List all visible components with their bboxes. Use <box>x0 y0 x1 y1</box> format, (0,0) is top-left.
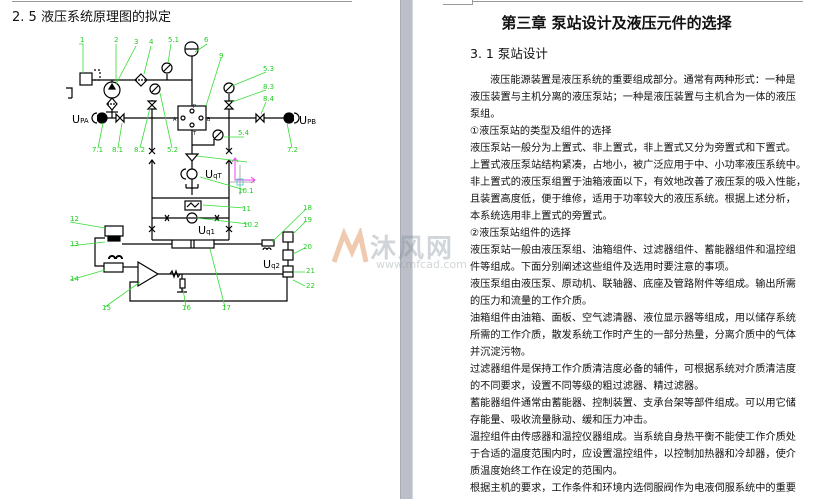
text-line: 根据主机的要求，工作条件和环境内选伺服阀作为电液伺服系统中的重要 <box>470 483 796 494</box>
diagram-label: 13 <box>70 240 79 248</box>
diagram-label: 8.4 <box>263 95 275 103</box>
diagram-symbol-label: Uq1 <box>198 224 215 237</box>
diagram-symbol-label: UPA <box>72 113 89 126</box>
diagram-label: 11 <box>242 205 251 213</box>
text-line: 的压力和流量的工作介质。 <box>470 296 593 307</box>
text-line: 温控组件由传感器和温控仪器组成。当系统自身热平衡不能使工作介质处 <box>470 432 796 443</box>
diagram-label: 18 <box>303 204 312 212</box>
text-line: 上置式液压泵站结构紧凑，占地小，被广泛应用于中、小功率液压系统中。 <box>470 160 807 171</box>
hydraulic-schematic-diagram: 1 2 3 4 5.1 6 9 5.3 8.3 8.4 7.1 8.1 8.2 … <box>66 36 316 312</box>
port-label: A <box>173 117 177 123</box>
text-line: ①液压泵站的类型及组件的选择 <box>470 126 612 137</box>
text-line: 液压泵站一般由液压泵组、油箱组件、过滤器组件、蓄能器组件和温控组 <box>470 245 796 256</box>
diagram-label: 8.2 <box>134 146 145 154</box>
text-line: 存能量、吸收流量脉动、缓和压力冲击。 <box>470 415 654 426</box>
text-line: 液压能源装置是液压系统的重要组成部分。通常有两种形式：一种是 <box>490 75 796 86</box>
diagram-label: 19 <box>303 216 312 224</box>
diagram-label: 8.3 <box>263 83 274 91</box>
text-line: 所需的工作介质，散发系统工作时产生的一部分热量，分离介质中的气体 <box>470 330 796 341</box>
body-text: 液压能源装置是液压系统的重要组成部分。通常有两种形式：一种是液压装置与主机分离的… <box>470 72 810 497</box>
text-line: 本系统选用非上置式的旁置式。 <box>470 211 613 222</box>
text-line: 的不同要求，设置不同等级的粗过滤器、精过滤器。 <box>470 381 705 392</box>
diagram-label: 14 <box>70 275 79 283</box>
text-line: ②液压泵站组件的选择 <box>470 228 571 239</box>
diagram-label: 6 <box>204 36 209 44</box>
right-page: 第三章 泵站设计及液压元件的选择 3. 1 泵站设计 液压能源装置是液压系统的重… <box>413 0 820 499</box>
text-line: 件等组成。下面分别阐述这些组件及选用时要注意的事项。 <box>470 262 735 273</box>
section-title: 3. 1 泵站设计 <box>470 46 548 61</box>
diagram-label: 8.1 <box>112 146 123 154</box>
diagram-label: 5.1 <box>168 36 179 44</box>
diagram-label: 1 <box>80 36 84 44</box>
diagram-label: 5.4 <box>238 129 250 137</box>
text-line: 油箱组件由油箱、面板、空气滤清器、液位显示器等组成，用以储存系统 <box>470 313 796 324</box>
diagram-symbol-label: UPB <box>299 114 316 127</box>
diagram-label: 10.1 <box>238 187 254 195</box>
diagram-label: 5.2 <box>167 146 178 154</box>
diagram-label: 2 <box>114 36 118 44</box>
diagram-label: 21 <box>306 267 315 275</box>
diagram-label: 10.2 <box>243 221 259 229</box>
diagram-label: 3 <box>134 38 138 46</box>
diagram-symbol-label: Uq2 <box>263 258 280 271</box>
diagram-label: 20 <box>303 243 312 251</box>
diagram-label: 12 <box>70 215 79 223</box>
port-label: B <box>207 117 211 123</box>
text-line: 液压装置与主机分离的液压泵站；一种是液压装置与主机合为一体的液压 <box>470 92 796 103</box>
section-title: 2. 5 液压系统原理图的拟定 <box>12 10 171 25</box>
text-line: 非上置式的液压泵组置于油箱液面以下，有效地改善了液压泵的吸入性能， <box>470 177 807 188</box>
chapter-title: 第三章 泵站设计及液压元件的选择 <box>501 14 732 32</box>
text-line: 质温度始终工作在设定的范围内。 <box>470 466 623 477</box>
diagram-label: 9 <box>219 52 223 60</box>
text-line: 蓄能器组件通常由蓄能器、控制装置、支承台架等部件组成。可以用它储 <box>470 398 796 409</box>
diagram-symbol-label: UqT <box>205 168 223 181</box>
text-line: 并沉淀污物。 <box>470 347 532 358</box>
page-gutter <box>400 0 413 499</box>
page-corner-mark <box>443 0 473 5</box>
text-line: 泵组。 <box>470 109 501 120</box>
text-line: 液压泵组由液压泵、原动机、联轴器、底座及管路附件等组成。输出所需 <box>470 279 796 290</box>
text-line: 液压泵站一般分为上置式、非上置式，非上置式又分为旁置式和下置式。 <box>470 143 796 154</box>
page-corner-mark <box>473 0 803 2</box>
text-line: 且装置高度低，便于维修，适用于功率较大的液压系统。根据上述分析， <box>470 194 796 205</box>
port-label: T <box>192 131 197 137</box>
left-page: 2. 5 液压系统原理图的拟定 <box>0 0 400 499</box>
diagram-label: 17 <box>222 304 231 312</box>
diagram-label: 22 <box>306 282 315 290</box>
diagram-label: 7.1 <box>92 146 103 154</box>
diagram-label: 4 <box>149 38 154 46</box>
text-line: 于合适的温度范围内时，应设置温控组件，以控制加热器和冷却器，使介 <box>470 449 796 460</box>
diagram-label: 7.2 <box>287 146 298 154</box>
diagram-label: 16 <box>182 304 191 312</box>
page-corner-mark <box>12 0 352 2</box>
diagram-label: 15 <box>102 304 111 312</box>
diagram-label: 5.3 <box>263 65 274 73</box>
port-label: P <box>193 104 196 110</box>
text-line: 过滤器组件是保持工作介质清洁度必备的辅件，可根据系统对介质清洁度 <box>470 364 796 375</box>
